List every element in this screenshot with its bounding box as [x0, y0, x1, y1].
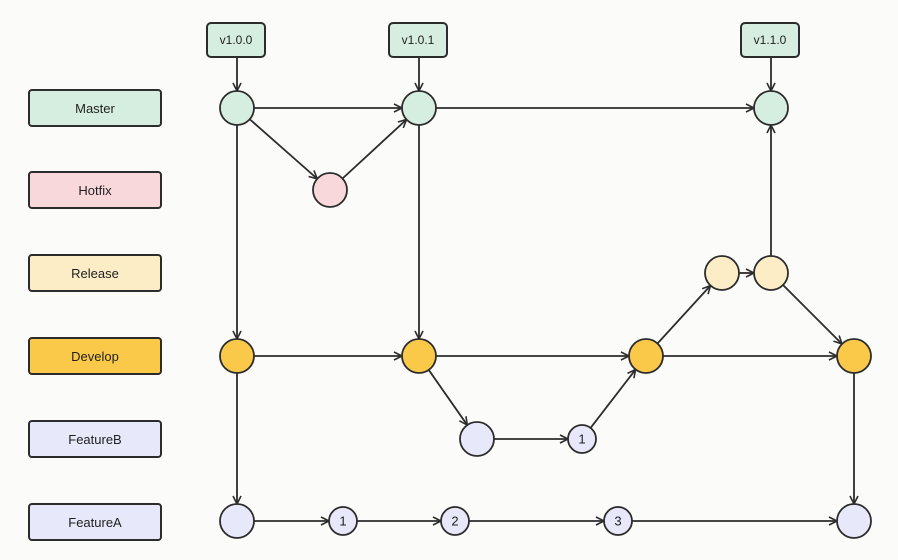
commit-node-d3 — [628, 338, 664, 374]
commit-number-fb1: 1 — [578, 432, 585, 447]
commit-node-fb0 — [459, 421, 495, 457]
commit-node-d4 — [836, 338, 872, 374]
branch-label-release: Release — [28, 254, 162, 292]
commit-node-h1 — [312, 172, 348, 208]
edge-d2-fb0 — [427, 369, 468, 425]
commit-node-fa4 — [836, 503, 872, 539]
commit-number-fa2: 2 — [451, 514, 458, 529]
commit-node-r1 — [704, 255, 740, 291]
commit-number-fa3: 3 — [614, 514, 621, 529]
edge-h1-m2 — [341, 120, 407, 180]
edge-d3-r1 — [656, 286, 710, 345]
commit-node-fa2 — [440, 506, 470, 536]
commit-node-d1 — [219, 338, 255, 374]
commit-node-fa0 — [219, 503, 255, 539]
commit-node-r2 — [753, 255, 789, 291]
commit-node-m2 — [401, 90, 437, 126]
edge-m1-h1 — [249, 118, 317, 179]
tag-label-v110: v1.1.0 — [740, 22, 800, 58]
commit-nodes: 1 1 2 3 — [219, 90, 872, 539]
commit-node-m1 — [219, 90, 255, 126]
commit-number-fa1: 1 — [339, 514, 346, 529]
tag-label-v100: v1.0.0 — [206, 22, 266, 58]
commit-edges — [237, 58, 854, 521]
branch-label-develop: Develop — [28, 337, 162, 375]
commit-node-d2 — [401, 338, 437, 374]
branch-label-featurea: FeatureA — [28, 503, 162, 541]
commit-node-fb1 — [567, 424, 597, 454]
tag-label-v101: v1.0.1 — [388, 22, 448, 58]
branch-label-hotfix: Hotfix — [28, 171, 162, 209]
commit-node-fa3 — [603, 506, 633, 536]
commit-node-m3 — [753, 90, 789, 126]
edge-fb1-d3 — [589, 369, 636, 429]
edge-r2-d4 — [782, 284, 842, 344]
branch-label-master: Master — [28, 89, 162, 127]
commit-node-fa1 — [328, 506, 358, 536]
branch-label-featureb: FeatureB — [28, 420, 162, 458]
